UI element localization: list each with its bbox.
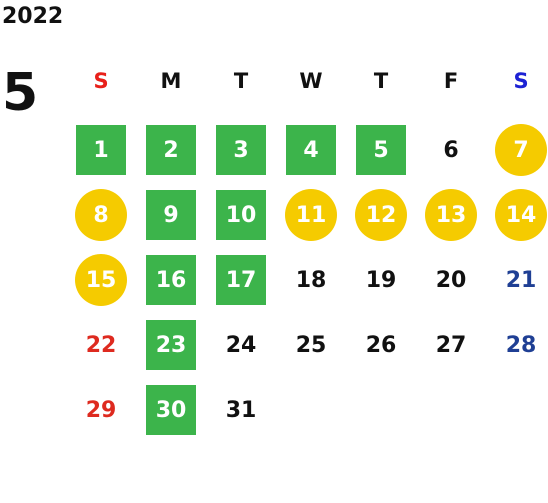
day-cell-20[interactable]: 20 [435,267,467,293]
day-cell-10[interactable]: 10 [216,190,266,240]
weekday-header-tuesday: T [233,69,249,93]
day-cell-18[interactable]: 18 [295,267,327,293]
day-cell-9[interactable]: 9 [146,190,196,240]
day-cell-27[interactable]: 27 [435,332,467,358]
day-cell-23[interactable]: 23 [146,320,196,370]
day-cell-25[interactable]: 25 [295,332,327,358]
day-cell-26[interactable]: 26 [365,332,397,358]
day-cell-4[interactable]: 4 [286,125,336,175]
day-cell-5[interactable]: 5 [356,125,406,175]
weekday-header-friday: F [443,69,459,93]
weekday-header-monday: M [160,69,182,93]
day-cell-6[interactable]: 6 [443,137,459,163]
day-cell-21[interactable]: 21 [505,267,537,293]
day-cell-11[interactable]: 11 [285,189,337,241]
weekday-header-sunday: S [93,69,109,93]
day-cell-24[interactable]: 24 [225,332,257,358]
day-cell-19[interactable]: 19 [365,267,397,293]
weekday-header-saturday: S [513,69,529,93]
day-cell-8[interactable]: 8 [75,189,127,241]
day-cell-1[interactable]: 1 [76,125,126,175]
day-cell-15[interactable]: 15 [75,254,127,306]
day-cell-17[interactable]: 17 [216,255,266,305]
day-cell-30[interactable]: 30 [146,385,196,435]
day-cell-31[interactable]: 31 [225,397,257,423]
day-cell-3[interactable]: 3 [216,125,266,175]
day-cell-14[interactable]: 14 [495,189,547,241]
weekday-header-wednesday: W [299,69,323,93]
day-cell-29[interactable]: 29 [85,397,117,423]
day-cell-7[interactable]: 7 [495,124,547,176]
year-label: 2022 [2,4,64,29]
day-cell-13[interactable]: 13 [425,189,477,241]
day-cell-28[interactable]: 28 [505,332,537,358]
day-cell-22[interactable]: 22 [85,332,117,358]
month-label: 5 [2,63,39,123]
weekday-header-thursday: T [373,69,389,93]
day-cell-2[interactable]: 2 [146,125,196,175]
day-cell-12[interactable]: 12 [355,189,407,241]
day-cell-16[interactable]: 16 [146,255,196,305]
